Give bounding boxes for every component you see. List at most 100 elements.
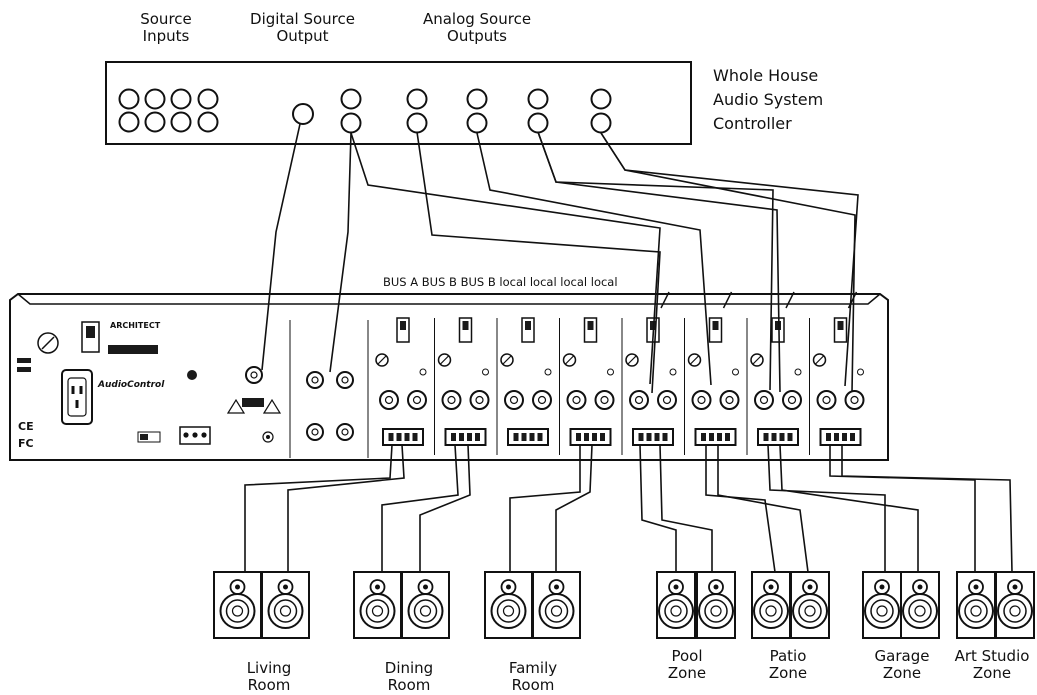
speaker-small-6-tweeter-dome <box>917 584 923 590</box>
signal-wire-3 <box>350 132 661 385</box>
bus-in-jack-core-2 <box>341 376 349 384</box>
speaker-small-6-woofer-cap <box>914 605 926 617</box>
analog-output-jack-4-1 <box>527 88 549 110</box>
channel-selector-toggle-2 <box>462 321 469 330</box>
channel-input-left-core-7 <box>759 395 769 405</box>
channel-input-right-core-2 <box>475 395 484 405</box>
analog-output-jack-4-2 <box>527 112 549 134</box>
voltage-indicator-2 <box>17 367 31 372</box>
zone-label-patio-zone: Patio Zone <box>768 647 808 682</box>
trigger-terminal-screw-2 <box>192 432 198 438</box>
channel-input-left-core-6 <box>697 395 706 405</box>
speaker-terminal-7-screw-2 <box>771 433 777 441</box>
controller-label: Whole House Audio System Controller <box>713 66 824 133</box>
zone-label-art-studio-zone: Art Studio Zone <box>954 647 1030 682</box>
channel-led-4 <box>607 368 614 376</box>
speaker-terminal-1-screw-2 <box>396 433 402 441</box>
zone-label-garage-zone: Garage Zone <box>874 647 930 682</box>
speaker-wire-2 <box>287 444 405 572</box>
iec-pin-2 <box>79 386 83 394</box>
signal-wire-4 <box>416 131 661 394</box>
digital-output-jack <box>292 103 314 125</box>
speaker-terminal-8-screw-3 <box>842 433 847 441</box>
source-input-jack-4-1 <box>197 88 219 110</box>
speaker-terminal-1-screw-4 <box>412 433 418 441</box>
source-input-jack-2-1 <box>144 88 166 110</box>
channel-input-left-core-5 <box>634 395 644 405</box>
gain-switch <box>137 431 161 443</box>
speaker-wire-4 <box>419 444 471 572</box>
zone-label-family-room: Family Room <box>508 659 558 694</box>
speaker-terminal-8-screw-1 <box>826 433 831 441</box>
speaker-wire-11 <box>767 444 886 572</box>
speaker-terminal-5-screw-1 <box>638 433 644 441</box>
speaker-small-4-tweeter-dome <box>807 584 813 590</box>
fc-mark: FC <box>18 437 34 450</box>
signal-wire-9 <box>600 132 856 393</box>
speaker-small-3-woofer-cap <box>765 605 777 617</box>
speaker-wire-8 <box>659 444 713 572</box>
channel-selector-toggle-8 <box>837 321 844 330</box>
speaker-wire-10 <box>717 445 809 573</box>
speaker-wire-5 <box>509 445 581 572</box>
channel-led-1 <box>419 368 427 376</box>
digital-in-jack-core <box>250 371 258 379</box>
speaker-small-2-tweeter-dome <box>713 584 719 590</box>
channel-gain-knob-slot-7 <box>752 355 762 365</box>
channel-selector-toggle-6 <box>712 321 719 330</box>
speaker-small-7-woofer-cap <box>970 605 982 617</box>
speaker-large-1-tweeter-dome <box>235 584 240 590</box>
fuse-knob-slot <box>41 336 55 350</box>
channel-gain-knob-slot-4 <box>565 355 574 365</box>
speaker-terminal-4-screw-3 <box>592 433 597 441</box>
channel-gain-knob-slot-6 <box>690 355 699 365</box>
channel-input-right-core-8 <box>850 395 859 405</box>
speaker-small-3-tweeter-dome <box>768 584 774 590</box>
channel-led-7 <box>794 368 802 376</box>
speaker-small-1-woofer-cap <box>670 605 682 617</box>
warning-label <box>242 398 264 407</box>
analog-output-jack-5-1 <box>590 88 612 110</box>
analog-output-jack-5-2 <box>590 112 612 134</box>
amplifier-bevel <box>17 293 881 305</box>
speaker-terminal-3-screw-3 <box>529 433 535 441</box>
speaker-small-2-woofer-cap <box>710 605 722 617</box>
ce-mark: CE <box>18 420 34 433</box>
speaker-terminal-5-screw-4 <box>662 433 668 441</box>
speaker-terminal-1-screw-1 <box>388 433 394 441</box>
speaker-small-5-woofer-cap <box>876 605 888 617</box>
channel-input-right-core-5 <box>662 395 672 405</box>
analog-output-jack-3-1 <box>466 88 488 110</box>
speaker-wire-12 <box>779 444 919 572</box>
speaker-small-8-tweeter-dome <box>1012 584 1018 590</box>
speaker-wire-6 <box>555 444 593 572</box>
signal-wires <box>261 123 859 394</box>
speaker-large-1-woofer-cap <box>231 605 244 617</box>
dc-jack-pin <box>266 435 270 439</box>
channel-selector-toggle-4 <box>587 321 594 330</box>
speaker-terminal-6-screw-2 <box>709 433 714 441</box>
speaker-terminal-7-screw-3 <box>779 433 785 441</box>
speaker-terminal-8-screw-4 <box>850 433 855 441</box>
source-input-jack-4-2 <box>197 111 219 133</box>
speaker-wires <box>244 444 1013 573</box>
channel-input-right-core-7 <box>787 395 797 405</box>
trigger-terminal-screw-3 <box>201 432 207 438</box>
iec-power-inlet-socket <box>67 377 87 417</box>
speaker-wire-7 <box>639 444 677 572</box>
source-input-jack-2-2 <box>144 111 166 133</box>
gain-switch-slider <box>140 434 148 440</box>
speaker-terminal-3-screw-1 <box>513 433 519 441</box>
speaker-small-5-tweeter-dome <box>879 584 885 590</box>
speaker-large-5-woofer-cap <box>502 605 515 617</box>
speaker-terminal-2-screw-2 <box>459 433 464 441</box>
source-input-jack-3-1 <box>170 88 192 110</box>
channel-led-6 <box>732 368 739 376</box>
speaker-large-2-tweeter-dome <box>283 584 288 590</box>
zone-label-pool-zone: Pool Zone <box>667 647 707 682</box>
channel-input-right-core-4 <box>600 395 609 405</box>
speaker-terminal-5-screw-3 <box>654 433 660 441</box>
warning-triangle-1 <box>226 398 246 414</box>
channel-gain-knob-slot-1 <box>377 355 387 365</box>
trigger-terminal-screw-1 <box>183 432 189 438</box>
